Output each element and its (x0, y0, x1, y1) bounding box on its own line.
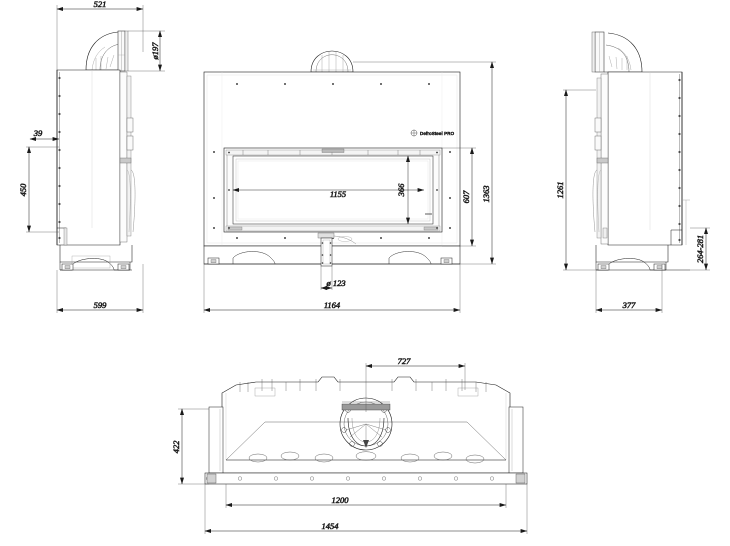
dim-521: 521 (56, 0, 144, 70)
dim-label-264-281: 264-281 (695, 235, 705, 263)
left-view-base (59, 245, 133, 271)
top-plan-view: 727 422 1200 1454 (171, 356, 528, 534)
air-inlet-duct (317, 232, 357, 267)
left-side-view: 521 ø197 (18, 0, 165, 313)
flue-elbow-right (591, 31, 643, 73)
dim-label-1164: 1164 (324, 300, 341, 310)
dim-727: 727 (365, 356, 466, 412)
dim-label-521: 521 (94, 0, 107, 9)
dim-label-1454: 1454 (322, 521, 340, 531)
dim-label-o197: ø197 (150, 42, 160, 61)
dim-o197: ø197 (128, 30, 165, 72)
dim-450: 450 (18, 146, 59, 233)
dim-264-281: 264-281 (690, 227, 710, 271)
dim-377: 377 (595, 264, 663, 313)
dim-label-422: 422 (171, 440, 181, 454)
dim-label-599: 599 (94, 300, 108, 310)
dim-422: 422 (171, 408, 209, 485)
dim-1164: 1164 (203, 264, 461, 313)
dim-label-1155: 1155 (330, 189, 346, 199)
right-side-view: 1261 264-281 377 (555, 31, 710, 313)
dim-1454: 1454 (204, 484, 528, 534)
left-view-body (56, 69, 136, 246)
dim-label-450: 450 (18, 183, 28, 197)
dim-label-607: 607 (461, 190, 471, 204)
flue-elbow-left (85, 30, 129, 72)
dim-label-39: 39 (33, 128, 43, 138)
right-view-body (592, 71, 690, 246)
dim-39: 39 (29, 128, 60, 141)
dim-label-o123: ø 123 (325, 278, 345, 288)
dim-label-377: 377 (622, 300, 637, 310)
dim-o123: ø 123 (320, 266, 346, 290)
dim-label-1363: 1363 (481, 186, 491, 203)
dim-label-366: 366 (396, 183, 406, 198)
dim-label-727: 727 (398, 356, 412, 366)
brand-logo-text: DefroSteel PRO (420, 131, 455, 136)
dim-599: 599 (56, 264, 144, 313)
dim-1155: 1155 (232, 188, 425, 199)
dim-1363: 1363 (353, 61, 496, 265)
dim-1261: 1261 (555, 89, 596, 271)
right-view-base (595, 245, 690, 271)
dim-label-1261: 1261 (555, 182, 565, 199)
flue-cap-top (310, 50, 354, 73)
dim-607: 607 (442, 147, 476, 247)
dim-label-1200: 1200 (332, 495, 350, 505)
dim-1200: 1200 (225, 484, 507, 508)
dim-366: 366 (396, 155, 410, 225)
brand-logo: DefroSteel PRO (410, 129, 455, 136)
front-view: DefroSteel PRO (203, 50, 496, 313)
